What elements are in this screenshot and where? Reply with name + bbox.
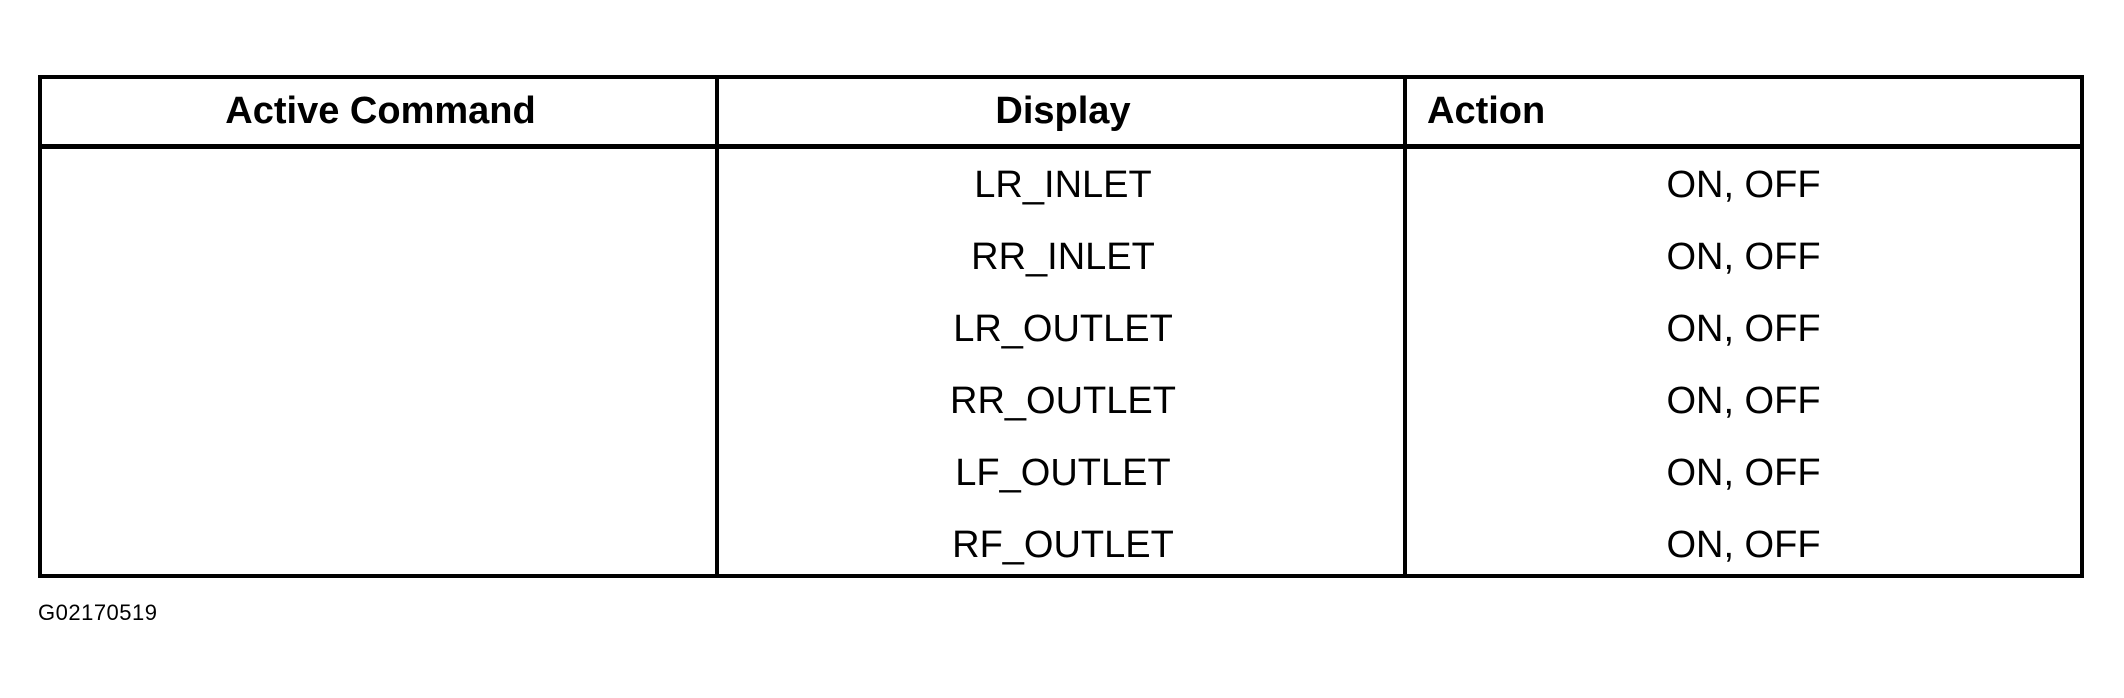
action-cell: ON, OFF <box>1666 451 1821 494</box>
table-body: LR_INLET ON, OFF RR_INLET ON, OFF LR_OUT… <box>42 149 2080 574</box>
table-row: LF_OUTLET ON, OFF <box>42 437 2080 509</box>
header-display: Display <box>995 90 1131 132</box>
display-cell: RF_OUTLET <box>952 523 1174 566</box>
action-cell: ON, OFF <box>1666 235 1821 278</box>
table-row: RR_INLET ON, OFF <box>42 221 2080 293</box>
table-row: RF_OUTLET ON, OFF <box>42 509 2080 581</box>
display-column <box>719 79 1407 574</box>
header-active-command: Active Command <box>225 90 536 132</box>
action-cell: ON, OFF <box>1666 379 1821 422</box>
display-cell: RR_OUTLET <box>950 379 1176 422</box>
active-command-column <box>42 79 719 574</box>
table-row: LR_OUTLET ON, OFF <box>42 293 2080 365</box>
action-cell: ON, OFF <box>1666 307 1821 350</box>
table-row: LR_INLET ON, OFF <box>42 149 2080 221</box>
display-cell: LR_INLET <box>974 163 1152 206</box>
action-cell: ON, OFF <box>1666 163 1821 206</box>
table-header-row: Active Command Display Action <box>42 79 2080 149</box>
display-cell: LF_OUTLET <box>955 451 1171 494</box>
table-row: RR_OUTLET ON, OFF <box>42 365 2080 437</box>
action-cell: ON, OFF <box>1666 523 1821 566</box>
display-cell: LR_OUTLET <box>953 307 1173 350</box>
figure-id-label: G02170519 <box>38 600 158 625</box>
header-action: Action <box>1427 90 1546 132</box>
display-cell: RR_INLET <box>971 235 1155 278</box>
active-command-table: Active Command Display Action LR_INLET O… <box>38 75 2084 578</box>
